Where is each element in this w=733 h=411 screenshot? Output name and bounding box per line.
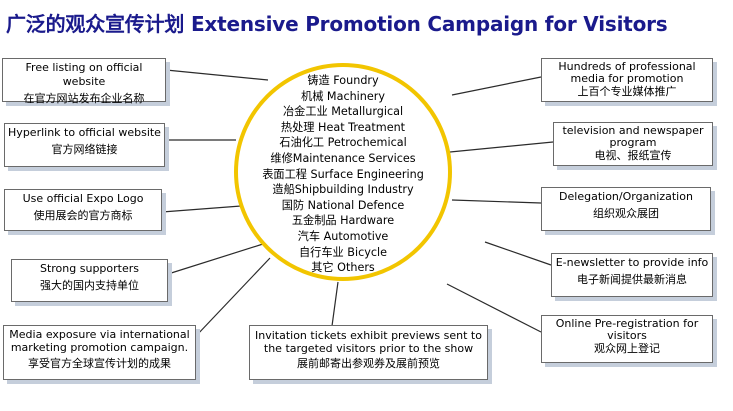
industry-item: 冶金工业 Metallurgical (282, 105, 404, 119)
industry-item: 国防 National Defence (281, 198, 405, 212)
box-free-listing: Free listing on official website 在官方网站发布… (2, 58, 166, 105)
industry-item: 汽车 Automotive (297, 229, 389, 243)
industry-item: 自行车业 Bicycle (298, 245, 387, 259)
box-label-en: Invitation tickets exhibit previews sent… (255, 329, 482, 355)
box-label-en: Use official Expo Logo (22, 192, 144, 205)
box-label-en: Delegation/Organization (559, 190, 693, 203)
connector-right-1 (451, 76, 542, 96)
box-label-zh: 上百个专业媒体推广 (577, 85, 677, 98)
box-label-zh: 享受官方全球宣传计划的成果 (28, 357, 171, 370)
box-label-en: E-newsletter to provide info (555, 256, 709, 269)
connector-left-3 (161, 205, 242, 213)
box-label-zh: 观众网上登记 (594, 342, 660, 355)
industry-item: 造船Shipbuilding Industry (272, 183, 414, 197)
box-label-zh: 电子新闻提供最新消息 (577, 273, 687, 286)
industry-item: 石油化工 Petrochemical (279, 136, 407, 150)
box-label-en: Online Pre-registration for visitors (555, 317, 699, 342)
box-media-exposure: Media exposure via international marketi… (3, 325, 196, 380)
page-title: 广泛的观众宣传计划 Extensive Promotion Campaign f… (6, 12, 668, 36)
connector-bottom (331, 281, 339, 327)
connector-right-2 (449, 141, 554, 153)
connector-right-3 (451, 199, 542, 204)
box-strong-supporters: Strong supporters 强大的国内支持单位 (11, 259, 168, 302)
box-label-zh: 使用展会的官方商标 (33, 209, 133, 222)
box-e-newsletter: E-newsletter to provide info 电子新闻提供最新消息 (551, 253, 713, 297)
box-label-en: Media exposure via international marketi… (9, 328, 190, 354)
industry-item: 表面工程 Surface Engineering (262, 167, 424, 181)
box-professional-media: Hundreds of professional media for promo… (541, 58, 713, 102)
box-online-registration: Online Pre-registration for visitors 观众网… (541, 315, 713, 363)
box-label-zh: 电视、报纸宣传 (594, 149, 672, 162)
box-label-zh: 强大的国内支持单位 (40, 279, 139, 292)
box-label-zh: 展前邮寄出参观券及展前预览 (297, 357, 440, 370)
box-label-en: Hyperlink to official website (8, 126, 161, 139)
connector-right-5 (446, 283, 542, 333)
industry-item: 铸造 Foundry (307, 74, 379, 87)
box-label-zh: 官方网络链接 (51, 143, 118, 156)
box-label-zh: 在官方网站发布企业名称 (23, 92, 145, 105)
box-hyperlink: Hyperlink to official website 官方网络链接 (4, 123, 165, 167)
industry-hub-circle (234, 63, 452, 281)
industry-item: 机械 Machinery (301, 89, 385, 103)
industry-list: 铸造 Foundry 机械 Machinery 冶金工业 Metallurgic… (234, 73, 452, 276)
box-label-en: Strong supporters (39, 262, 139, 275)
connector-right-4 (484, 241, 552, 266)
industry-item: 五金制品 Hardware (291, 214, 395, 228)
box-label-en: television and newspaper program (562, 124, 704, 149)
box-expo-logo: Use official Expo Logo 使用展会的官方商标 (4, 189, 162, 231)
industry-item: 其它 Others (311, 261, 375, 275)
box-label-en: Free listing on official website (25, 61, 143, 88)
box-label-en: Hundreds of professional media for promo… (558, 60, 696, 85)
industry-item: 维修Maintenance Services (270, 151, 416, 165)
box-tv-newspaper: television and newspaper program 电视、报纸宣传 (553, 122, 713, 166)
box-delegation: Delegation/Organization 组织观众展团 (541, 187, 711, 231)
connector-left-4 (167, 243, 264, 275)
box-label-zh: 组织观众展团 (593, 207, 659, 220)
box-invitation-tickets: Invitation tickets exhibit previews sent… (249, 325, 488, 380)
industry-item: 热处理 Heat Treatment (280, 120, 406, 134)
connector-left-1 (165, 69, 269, 81)
connector-left-5 (195, 257, 271, 337)
